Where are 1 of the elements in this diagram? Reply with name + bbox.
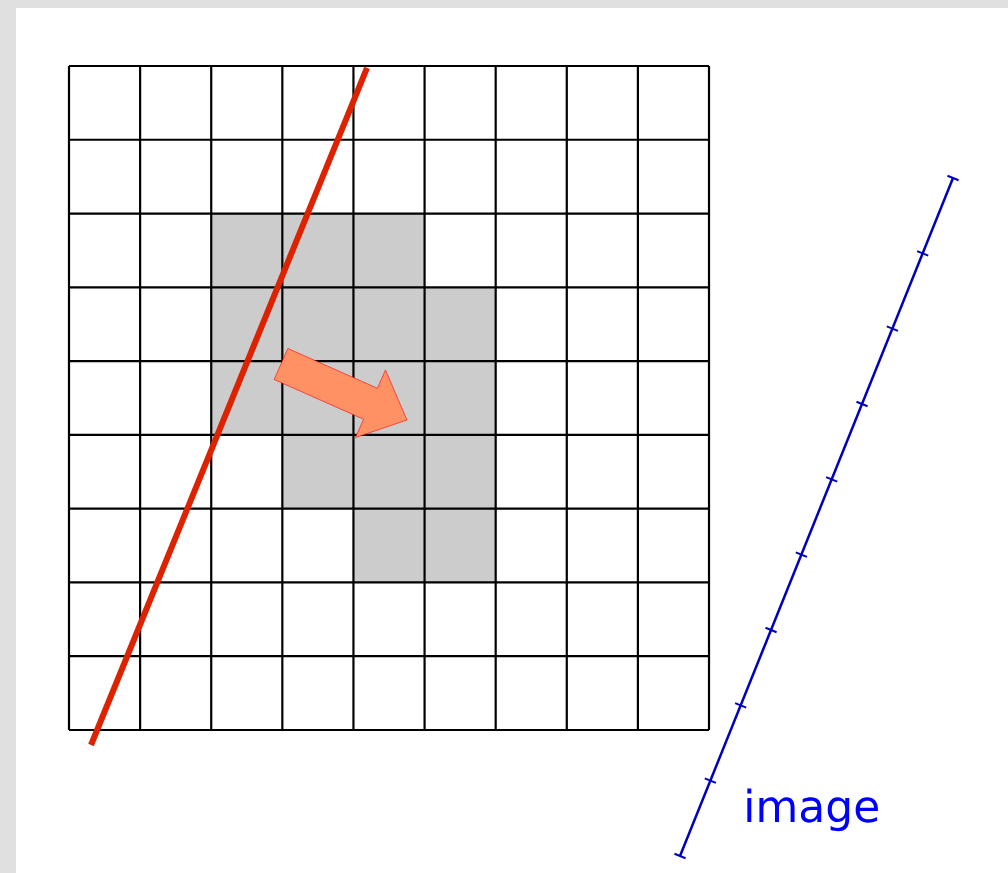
text-label: image (747, 788, 878, 832)
